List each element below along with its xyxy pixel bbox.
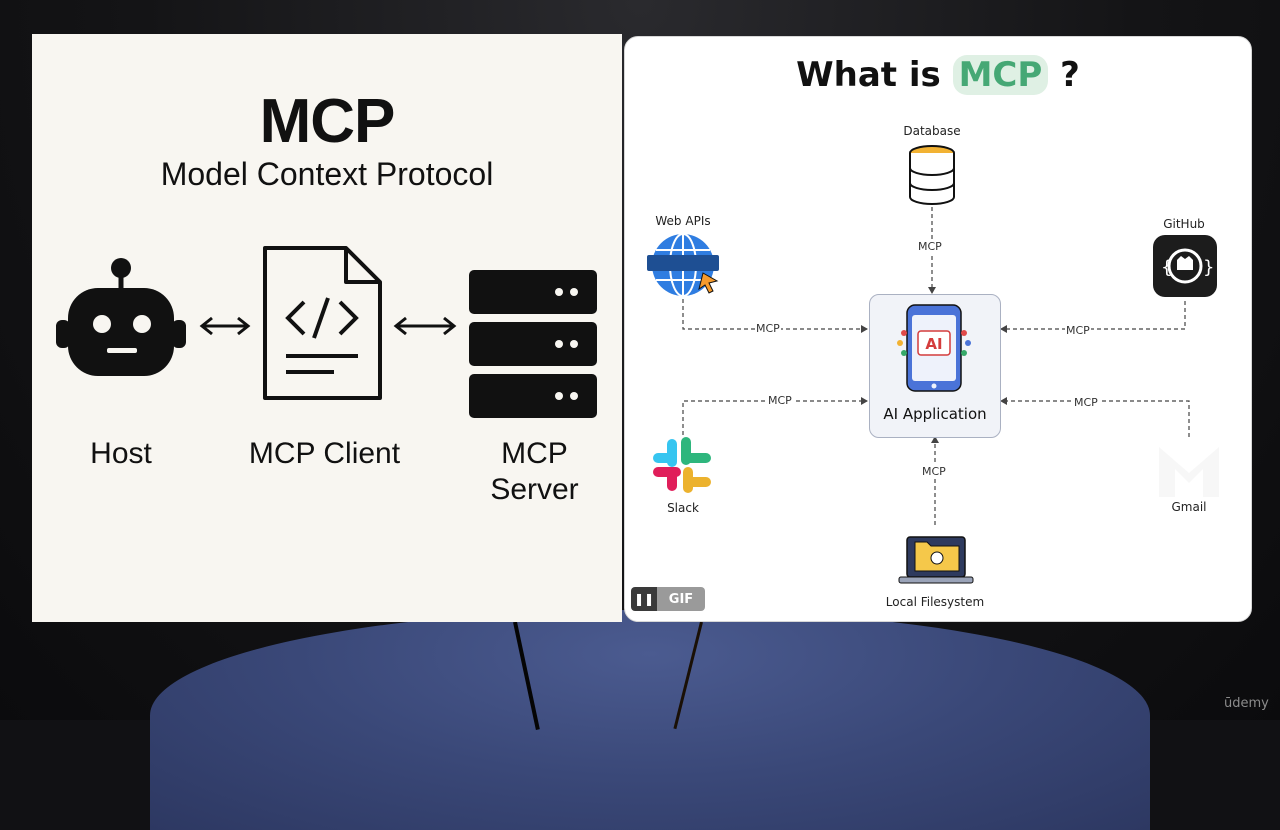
laptop-folder-icon (898, 536, 974, 584)
host-label: Host (90, 437, 152, 470)
edge-label-slack: MCP (767, 394, 793, 407)
mcp-server-label: MCP Server (490, 437, 579, 506)
edge-label-web-apis: MCP (755, 322, 781, 335)
architecture-illustration (56, 246, 597, 418)
svg-text:AI: AI (925, 335, 942, 353)
gif-label[interactable]: GIF (657, 587, 705, 611)
right-slide-gif: What is MCP ? (624, 36, 1252, 622)
local-filesystem-label: Local Filesystem (885, 595, 985, 609)
database-icon (909, 145, 955, 205)
slack-label: Slack (667, 501, 699, 515)
github-label: GitHub (1163, 217, 1205, 231)
slack-icon (653, 437, 711, 493)
edge-label-github: MCP (1065, 324, 1091, 337)
edge-label-filesystem: MCP (921, 465, 947, 478)
gmail-label: Gmail (1171, 500, 1207, 514)
mcp-diagram: { } (647, 145, 1219, 584)
left-slide: MCP Model Context Protocol (32, 34, 622, 622)
github-icon: { } (1153, 235, 1217, 297)
globe-icon (647, 233, 719, 297)
gif-control[interactable]: ❚❚ GIF (631, 587, 705, 611)
svg-text:{: { (1161, 257, 1172, 278)
ai-application-label: AI Application (883, 405, 987, 423)
robot-icon (56, 258, 186, 376)
mcp-client-label: MCP Client (248, 437, 401, 470)
gmail-icon (1159, 447, 1219, 497)
mcp-highlight: MCP (952, 55, 1049, 95)
edge-label-gmail: MCP (1073, 396, 1099, 409)
slide-title: MCP (259, 87, 396, 156)
database-label: Database (903, 124, 961, 138)
phone-ai-icon: AI (897, 304, 971, 392)
server-stack-icon (469, 270, 597, 418)
pause-icon[interactable]: ❚❚ (631, 587, 657, 611)
udemy-watermark: ūdemy (1224, 696, 1269, 711)
presenter-shoulders (150, 610, 1150, 830)
double-arrow-icon (393, 316, 457, 336)
edge-label-database: MCP (917, 240, 943, 253)
double-arrow-icon (199, 316, 251, 336)
diagram-title: What is MCP ? (796, 55, 1080, 95)
web-apis-label: Web APIs (655, 214, 711, 228)
code-document-icon (263, 246, 382, 400)
svg-text:}: } (1203, 257, 1214, 278)
slide-subtitle: Model Context Protocol (160, 156, 494, 192)
ai-application-node: AI AI Application (869, 294, 1001, 438)
